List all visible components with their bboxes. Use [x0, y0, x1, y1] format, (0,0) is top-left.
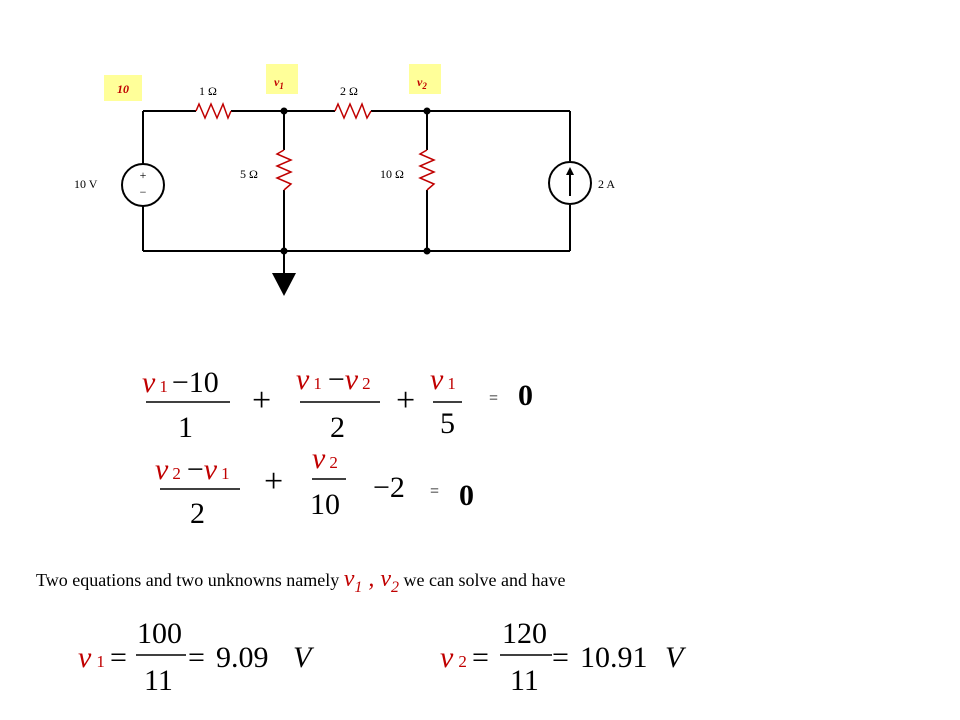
node-v1-dot — [280, 107, 288, 115]
node-v2-dot — [423, 107, 431, 115]
node-label-v1: v1 — [266, 64, 298, 94]
result-v2-denominator: 11 — [510, 664, 539, 697]
svg-text:10: 10 — [117, 82, 129, 96]
ground-arrow-icon — [272, 273, 296, 296]
result-v2-numerator: 120 — [502, 617, 547, 650]
svg-text:v1: v1 — [274, 75, 284, 91]
result-v2-value: 10.91 — [580, 641, 648, 674]
result-v2-equals-2: = — [552, 641, 569, 674]
node-bottom-dot — [423, 247, 431, 255]
eq2-term1-denominator: 2 — [190, 497, 205, 530]
node-ground-dot — [280, 247, 288, 255]
resistor-5-ohm — [275, 149, 293, 191]
resistor-1-ohm — [195, 101, 232, 121]
eq1-term1-denominator: 1 — [178, 411, 193, 444]
voltage-source: + − — [121, 163, 165, 207]
result-v1-value: 9.09 — [216, 641, 269, 674]
eq2-equals: = — [430, 483, 439, 500]
label-r4: 10 Ω — [380, 167, 404, 181]
resistor-2-ohm — [334, 101, 372, 120]
node-label-v2: v2 — [409, 64, 441, 94]
circuit-nodes — [280, 107, 431, 255]
result-v1-unit: V — [293, 641, 315, 674]
current-source — [548, 161, 592, 205]
eq1-plus-1: + — [252, 382, 271, 419]
eq1-term3-denominator: 5 — [440, 407, 455, 440]
label-source-voltage: 10 V — [74, 177, 98, 191]
eq1-term2-denominator: 2 — [330, 411, 345, 444]
statement-v1: v1 — [343, 566, 363, 596]
result-v1-equals-1: = — [110, 641, 127, 674]
result-v1-equals-2: = — [188, 641, 205, 674]
svg-text:v2: v2 — [417, 75, 427, 91]
statement-text: Two equations and two unknowns namely v1… — [36, 566, 565, 597]
resistor-10-ohm — [418, 149, 436, 191]
source-minus-sign: − — [140, 185, 147, 199]
eq2-rhs: 0 — [459, 479, 474, 512]
label-source-current: 2 A — [598, 177, 615, 191]
eq2-plus: + — [264, 463, 283, 500]
circuit-diagram — [142, 110, 571, 276]
eq2-constant-term: −2 — [373, 471, 405, 504]
node-label-ref: 10 — [104, 75, 142, 101]
statement-v2: v2 — [380, 566, 400, 596]
eq1-equals: = — [489, 390, 498, 407]
label-r3: 5 Ω — [240, 167, 258, 181]
source-plus-sign: + — [140, 168, 147, 182]
eq1-plus-2: + — [396, 382, 415, 419]
arrow-up-icon — [566, 167, 574, 175]
eq1-rhs: 0 — [518, 379, 533, 412]
statement-before: Two equations and two unknowns namely — [36, 570, 340, 590]
label-r1: 1 Ω — [199, 84, 217, 98]
result-v1-numerator: 100 — [137, 617, 182, 650]
label-r2: 2 Ω — [340, 84, 358, 98]
result-v2-equals-1: = — [472, 641, 489, 674]
statement-after: we can solve and have — [403, 570, 566, 590]
result-v2-unit: V — [665, 641, 687, 674]
result-v1-denominator: 11 — [144, 664, 173, 697]
statement-comma: , — [362, 566, 381, 592]
eq2-term2-denominator: 10 — [310, 488, 340, 521]
